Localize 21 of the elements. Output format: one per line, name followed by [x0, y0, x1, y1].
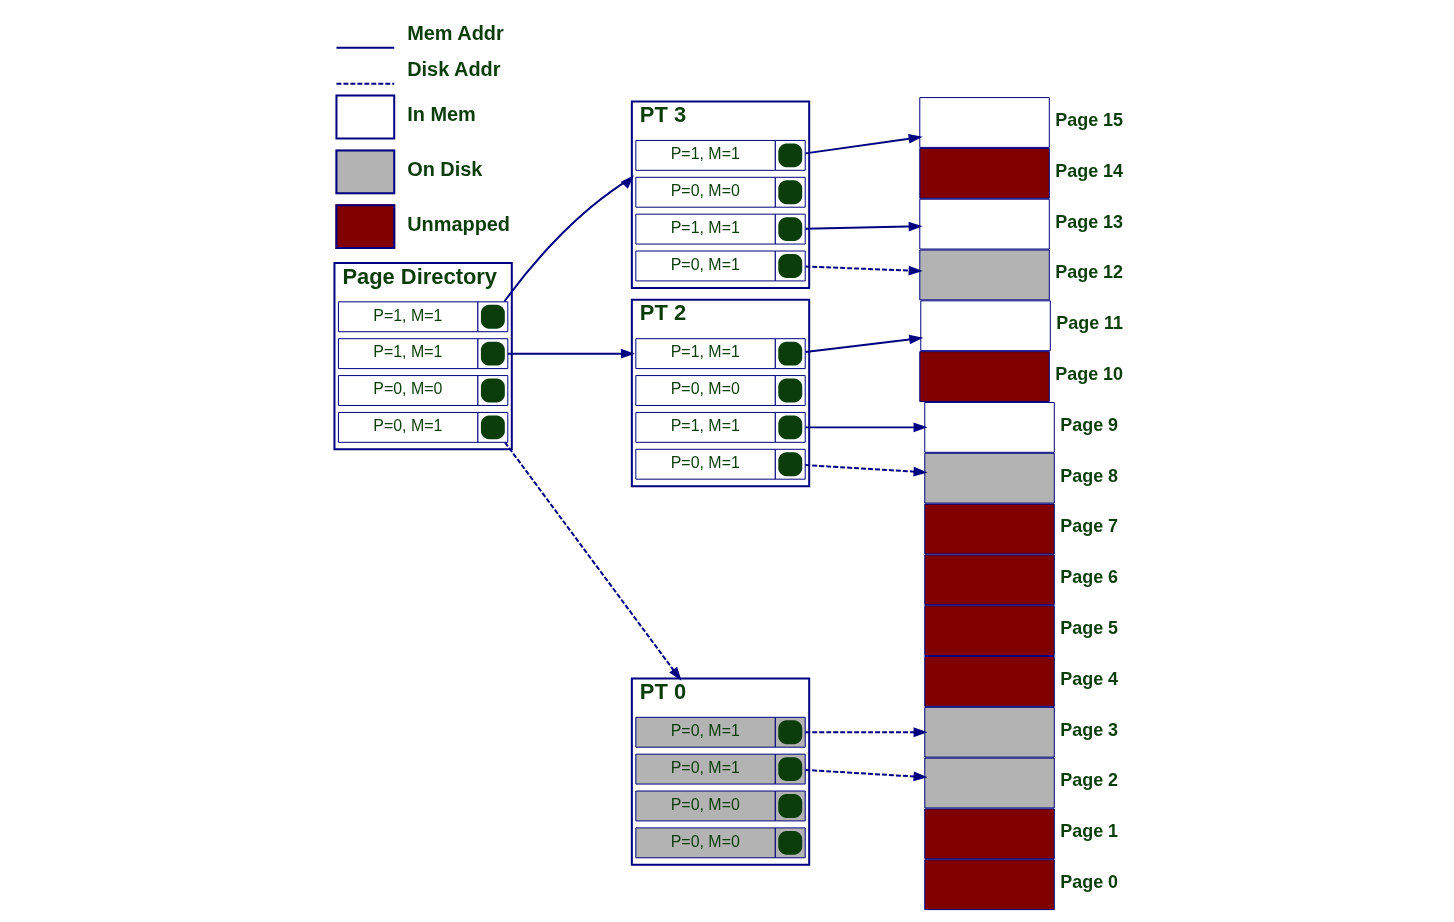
node-label: Page 14 — [1055, 160, 1124, 181]
legend-label: Mem Addr — [407, 21, 504, 44]
legend-label: Disk Addr — [407, 57, 501, 80]
node-label: Page 1 — [1060, 821, 1119, 842]
node-label: Page 12 — [1055, 262, 1124, 283]
node-label: Page 3 — [1060, 719, 1119, 740]
legend-label: On Disk — [407, 157, 483, 180]
legend-label: In Mem — [407, 103, 476, 126]
node-label: Page 6 — [1060, 567, 1119, 588]
node-label: Page 11 — [1056, 313, 1124, 334]
node-label: Page 4 — [1060, 668, 1119, 689]
node-label: Page 2 — [1060, 770, 1119, 791]
node-label: Page 13 — [1055, 211, 1124, 232]
node-label: Page 15 — [1055, 109, 1124, 130]
node-label: Page 8 — [1060, 465, 1119, 486]
node-label: Page 5 — [1060, 618, 1119, 639]
node-label: Page 0 — [1060, 872, 1119, 893]
node-label: Page 7 — [1060, 516, 1119, 537]
node-label: Page 10 — [1055, 363, 1124, 384]
node-label: Page 9 — [1060, 414, 1119, 435]
legend-label: Unmapped — [407, 212, 511, 235]
